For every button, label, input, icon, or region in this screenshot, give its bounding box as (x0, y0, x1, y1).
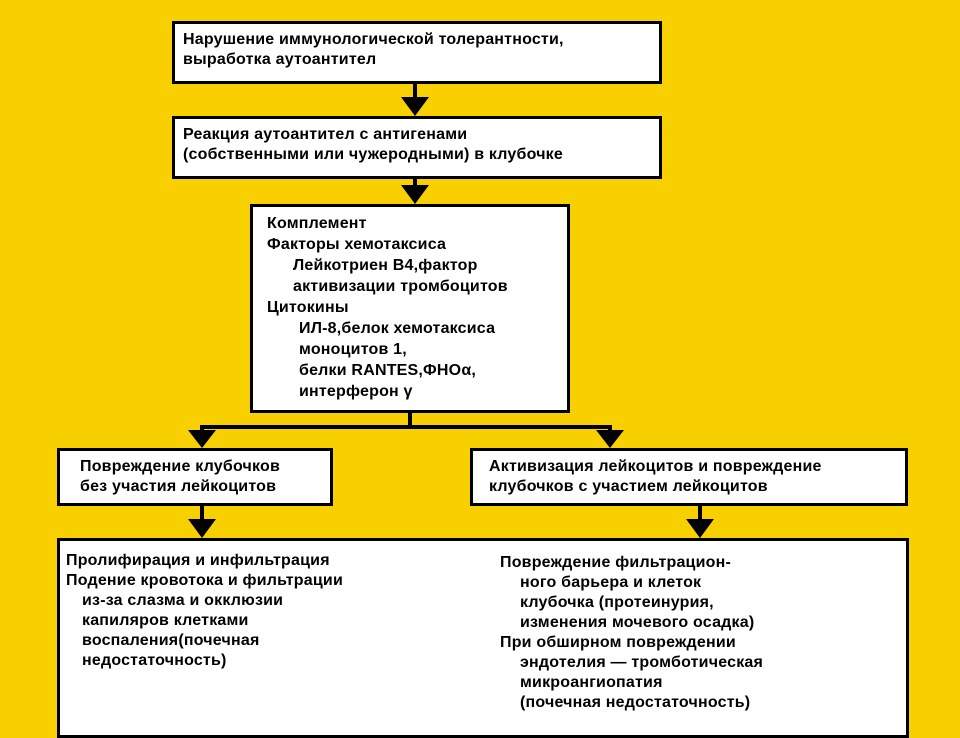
outcome-line: Повреждение фильтрацион- (500, 554, 731, 571)
box-leukocyte-activation: Активизация лейкоцитов и повреждение клу… (470, 448, 908, 506)
box-text-line: Повреждение клубочков (80, 458, 281, 475)
arrow-4-head (596, 430, 624, 448)
mediator-heading: Цитокины (267, 299, 349, 316)
outcome-line: При обширном повреждении (500, 634, 736, 651)
split-stem (408, 413, 412, 427)
outcome-line: ного барьера и клеток (520, 574, 702, 591)
mediator-item: активизации тромбоцитов (293, 278, 508, 295)
mediator-heading: Комплемент (267, 215, 367, 232)
arrow-2-head (401, 185, 429, 204)
arrow-5-head (188, 519, 216, 538)
outcome-line: капиляров клетками (82, 612, 249, 629)
arrow-1-shaft (413, 84, 417, 99)
mediator-item: белки RANTES,ФНОα, (299, 362, 476, 379)
outcomes-left-column: Пролифирация и инфильтрация Подение кров… (66, 551, 343, 671)
arrow-6-head (686, 519, 714, 538)
outcome-line: (почечная недостаточность) (520, 694, 751, 711)
arrow-5-shaft (200, 506, 204, 522)
mediator-heading: Факторы хемотаксиса (267, 236, 447, 253)
box-autoantibody-reaction: Реакция аутоантител с антигенами (собств… (172, 116, 662, 179)
arrow-4-shaft (608, 425, 612, 433)
mediator-item: Лейкотриен В4,фактор (293, 257, 478, 274)
arrow-3-shaft (200, 425, 204, 433)
outcome-line: клубочка (протеинурия, (520, 594, 714, 611)
mediator-item: интерферон γ (299, 383, 413, 400)
arrow-6-shaft (698, 506, 702, 522)
connector-lines (188, 84, 714, 538)
arrow-2-shaft (413, 179, 417, 187)
box-text-line: Активизация лейкоцитов и повреждение (489, 458, 822, 475)
outcome-line: изменения мочевого осадка) (520, 614, 755, 631)
outcome-line: недостаточность) (82, 652, 227, 669)
arrow-1-head (401, 97, 429, 116)
box-immune-tolerance: Нарушение иммунологической толерантности… (172, 21, 662, 84)
box-text-line: Реакция аутоантител с антигенами (183, 126, 468, 143)
outcome-line: микроангиопатия (520, 674, 663, 691)
outcome-line: Подение кровотока и фильтрации (66, 572, 343, 589)
box-text-line: Нарушение иммунологической толерантности… (183, 31, 564, 48)
box-text-line: клубочков с участием лейкоцитов (489, 478, 768, 495)
box-text-line: без участия лейкоцитов (80, 478, 277, 495)
outcome-line: эндотелия — тромботическая (520, 654, 764, 671)
arrow-3-head (188, 430, 216, 448)
box-text-line: выработка аутоантител (183, 51, 377, 68)
box-text-line: (собственными или чужеродными) в клубочк… (183, 146, 563, 163)
outcome-line: Пролифирация и инфильтрация (66, 552, 330, 569)
mediator-item: ИЛ-8,белок хемотаксиса (299, 320, 496, 337)
mediator-item: моноцитов 1, (299, 341, 407, 358)
box-outcomes: Пролифирация и инфильтрация Подение кров… (57, 538, 909, 738)
outcomes-right-column: Повреждение фильтрацион- ного барьера и … (500, 553, 763, 713)
outcome-line: из-за слазма и окклюзии (82, 592, 284, 609)
split-bar (200, 425, 612, 429)
box-mediators: Комплемент Факторы хемотаксиса Лейкотрие… (250, 204, 570, 413)
outcome-line: воспаления(почечная (82, 632, 260, 649)
box-injury-without-leukocytes: Повреждение клубочков без участия лейкоц… (57, 448, 333, 506)
